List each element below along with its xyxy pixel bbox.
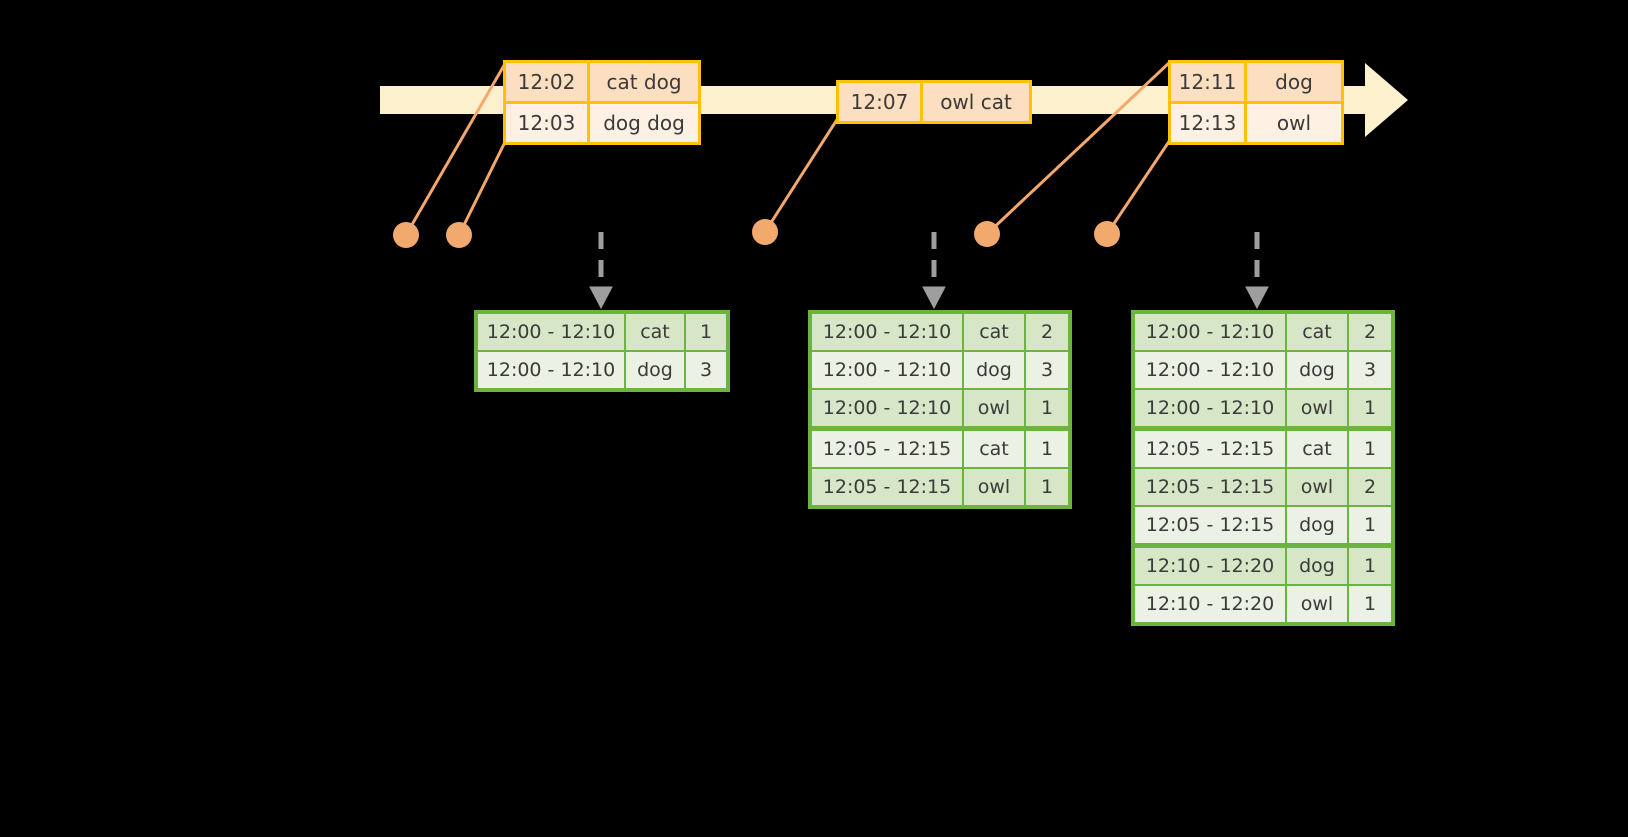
- event-row[interactable]: 12:02 cat dog: [506, 63, 698, 101]
- result-table-3[interactable]: 12:00 - 12:10 cat 2 12:00 - 12:10 dog 3 …: [1131, 310, 1395, 626]
- cell-window: 12:05 - 12:15: [1135, 469, 1285, 505]
- cell-window: 12:05 - 12:15: [812, 431, 962, 467]
- cell-count: 1: [1349, 390, 1391, 426]
- table-row[interactable]: 12:05 - 12:15 cat 1: [1135, 431, 1391, 467]
- cell-key: dog: [964, 352, 1024, 388]
- cell-count: 3: [1349, 352, 1391, 388]
- dashed-arrows: [589, 232, 1269, 310]
- table-row[interactable]: 12:00 - 12:10 owl 1: [1135, 390, 1391, 426]
- cell-count: 1: [1026, 469, 1068, 505]
- dashed-arrow-1: [589, 232, 613, 310]
- event-box-1[interactable]: 12:02 cat dog 12:03 dog dog: [503, 60, 701, 145]
- cell-count: 1: [1349, 431, 1391, 467]
- cell-window: 12:00 - 12:10: [478, 314, 624, 350]
- cell-key: cat: [964, 314, 1024, 350]
- cell-window: 12:00 - 12:10: [478, 352, 624, 388]
- table-row[interactable]: 12:00 - 12:10 cat 2: [812, 314, 1068, 350]
- table-row[interactable]: 12:00 - 12:10 dog 3: [478, 352, 726, 388]
- event-dot-2: [446, 222, 472, 248]
- table-row[interactable]: 12:00 - 12:10 cat 1: [478, 314, 726, 350]
- event-payload: dog: [1275, 70, 1313, 94]
- dashed-arrow-3: [1245, 232, 1269, 310]
- cell-window: 12:00 - 12:10: [1135, 314, 1285, 350]
- result-table-2[interactable]: 12:00 - 12:10 cat 2 12:00 - 12:10 dog 3 …: [808, 310, 1072, 509]
- table-row[interactable]: 12:10 - 12:20 dog 1: [1135, 548, 1391, 584]
- cell-key: dog: [1287, 507, 1347, 543]
- event-dot-3: [752, 219, 778, 245]
- cell-window: 12:05 - 12:15: [812, 469, 962, 505]
- cell-count: 2: [1026, 314, 1068, 350]
- event-time: 12:11: [1171, 63, 1247, 101]
- cell-key: owl: [964, 469, 1024, 505]
- cell-count: 2: [1349, 314, 1391, 350]
- table-row[interactable]: 12:00 - 12:10 cat 2: [1135, 314, 1391, 350]
- cell-key: cat: [1287, 314, 1347, 350]
- event-box-2[interactable]: 12:07 owl cat: [836, 80, 1032, 124]
- cell-key: cat: [626, 314, 684, 350]
- event-payload: cat dog: [606, 70, 682, 94]
- event-payload: dog dog: [603, 111, 685, 135]
- event-time: 12:07: [839, 83, 923, 121]
- cell-window: 12:00 - 12:10: [812, 352, 962, 388]
- event-row[interactable]: 12:13 owl: [1171, 101, 1341, 142]
- table-row[interactable]: 12:00 - 12:10 dog 3: [1135, 352, 1391, 388]
- event-row[interactable]: 12:11 dog: [1171, 63, 1341, 101]
- cell-key: owl: [1287, 390, 1347, 426]
- table-row[interactable]: 12:05 - 12:15 cat 1: [812, 431, 1068, 467]
- cell-count: 1: [1026, 431, 1068, 467]
- dashed-arrow-2: [922, 232, 946, 310]
- event-payload: owl cat: [940, 90, 1012, 114]
- cell-key: dog: [1287, 352, 1347, 388]
- event-box-3[interactable]: 12:11 dog 12:13 owl: [1168, 60, 1344, 145]
- cell-key: dog: [626, 352, 684, 388]
- event-time: 12:02: [506, 63, 590, 101]
- cell-count: 1: [1349, 507, 1391, 543]
- event-dot-1: [393, 222, 419, 248]
- cell-count: 3: [1026, 352, 1068, 388]
- cell-window: 12:00 - 12:10: [1135, 390, 1285, 426]
- event-dot-4: [974, 221, 1000, 247]
- event-time: 12:13: [1171, 104, 1247, 142]
- event-time: 12:03: [506, 104, 590, 142]
- cell-window: 12:10 - 12:20: [1135, 548, 1285, 584]
- cell-count: 2: [1349, 469, 1391, 505]
- cell-key: owl: [964, 390, 1024, 426]
- event-row[interactable]: 12:03 dog dog: [506, 101, 698, 142]
- cell-window: 12:00 - 12:10: [812, 314, 962, 350]
- cell-count: 1: [1349, 548, 1391, 584]
- table-row[interactable]: 12:05 - 12:15 owl 2: [1135, 469, 1391, 505]
- cell-key: dog: [1287, 548, 1347, 584]
- cell-window: 12:00 - 12:10: [1135, 352, 1285, 388]
- cell-count: 1: [1349, 586, 1391, 622]
- cell-count: 1: [686, 314, 726, 350]
- table-row[interactable]: 12:00 - 12:10 dog 3: [812, 352, 1068, 388]
- table-row[interactable]: 12:05 - 12:15 dog 1: [1135, 507, 1391, 543]
- event-payload: owl: [1276, 111, 1312, 135]
- event-dot-5: [1094, 221, 1120, 247]
- cell-key: owl: [1287, 469, 1347, 505]
- cell-count: 3: [686, 352, 726, 388]
- cell-key: cat: [964, 431, 1024, 467]
- cell-window: 12:00 - 12:10: [812, 390, 962, 426]
- table-row[interactable]: 12:00 - 12:10 owl 1: [812, 390, 1068, 426]
- table-row[interactable]: 12:10 - 12:20 owl 1: [1135, 586, 1391, 622]
- cell-count: 1: [1026, 390, 1068, 426]
- table-row[interactable]: 12:05 - 12:15 owl 1: [812, 469, 1068, 505]
- event-row[interactable]: 12:07 owl cat: [839, 83, 1029, 121]
- cell-key: cat: [1287, 431, 1347, 467]
- cell-key: owl: [1287, 586, 1347, 622]
- event-dots: [393, 219, 1120, 248]
- result-table-1[interactable]: 12:00 - 12:10 cat 1 12:00 - 12:10 dog 3: [474, 310, 730, 392]
- cell-window: 12:05 - 12:15: [1135, 507, 1285, 543]
- cell-window: 12:10 - 12:20: [1135, 586, 1285, 622]
- cell-window: 12:05 - 12:15: [1135, 431, 1285, 467]
